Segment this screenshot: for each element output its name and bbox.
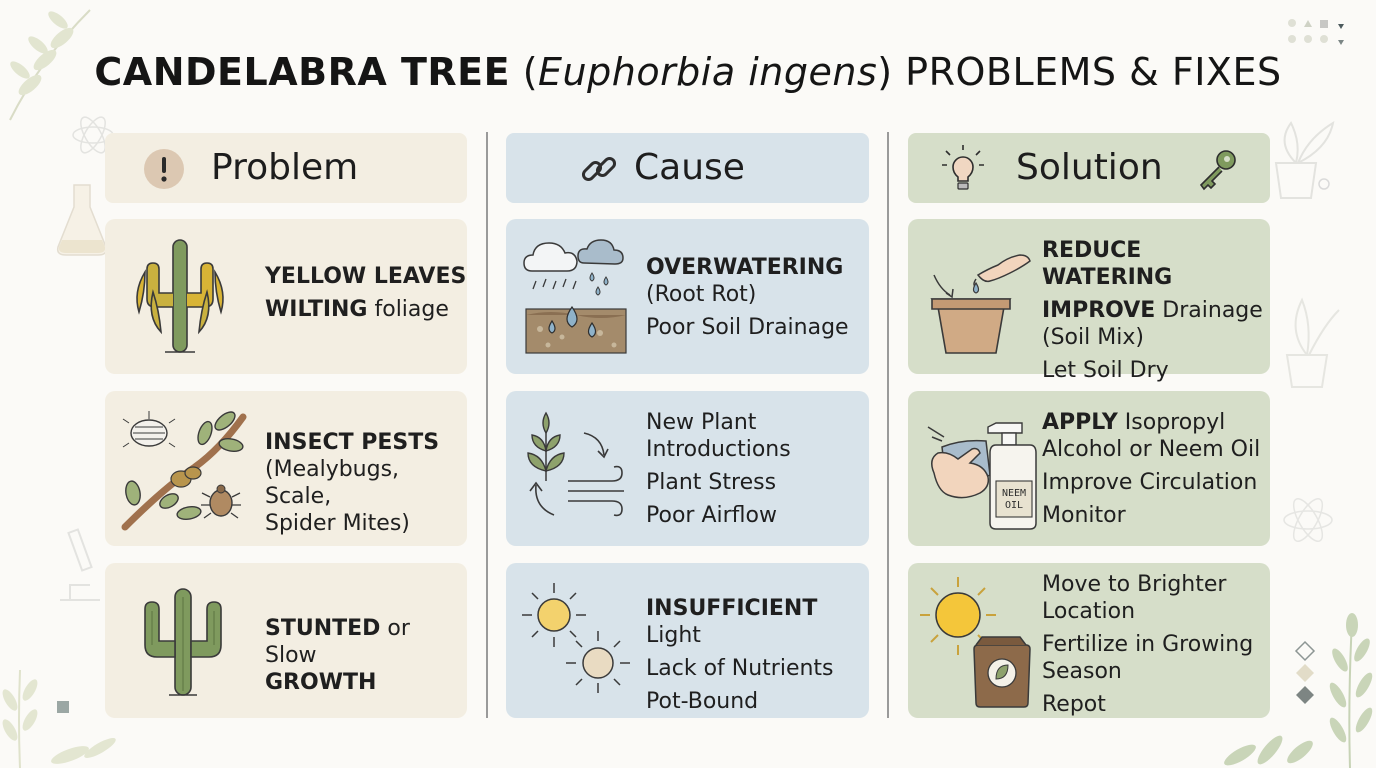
solution-3-line5: Repot (1042, 692, 1106, 717)
hand-spray-bottle-icon: NEEM OIL (927, 422, 1037, 530)
solution-1-line1: REDUCE WATERING (1042, 238, 1173, 290)
plant-decoration-right-icon (1285, 297, 1340, 388)
title-common-name: CANDELABRA TREE (94, 50, 511, 94)
solution-card-brighter-location: Move to Brighter Location Fertilize in G… (908, 563, 1270, 718)
problem-3-line2: GROWTH (265, 670, 377, 695)
rain-soil-icon (523, 239, 627, 354)
plant-wind-icon (527, 411, 624, 517)
cause-3-line1-rest: Light (646, 623, 701, 648)
problem-card-insect-pests: INSECT PESTS (Mealybugs, Scale, Spider M… (105, 391, 467, 546)
dots-decoration-icon (1288, 19, 1344, 45)
problem-card-stunted: STUNTED or Slow GROWTH (105, 563, 467, 718)
neem-label-line2: OIL (1005, 500, 1023, 511)
column-divider-2 (887, 132, 889, 718)
problem-3-line1-rest: or Slow (265, 616, 410, 668)
header-problem-label: Problem (211, 147, 359, 188)
atom-decoration-icon (72, 116, 114, 154)
solution-2-line2: Alcohol or Neem Oil (1042, 437, 1261, 462)
header-cause-label: Cause (634, 147, 745, 188)
problem-2-line1: INSECT PESTS (265, 430, 440, 455)
page-title: CANDELABRA TREE (Euphorbia ingens) PROBL… (0, 50, 1376, 94)
solution-3-line2: Location (1042, 599, 1136, 624)
cause-3-line2: Lack of Nutrients (646, 656, 834, 681)
cause-text-3: INSUFFICIENT Light Lack of Nutrients Pot… (646, 595, 869, 721)
header-problem: Problem (105, 133, 467, 203)
green-cactus-icon (144, 588, 222, 696)
solution-3-line3: Fertilize in Growing (1042, 632, 1254, 657)
solution-card-reduce-watering: REDUCE WATERING IMPROVE Drainage (Soil M… (908, 219, 1270, 383)
key-icon (1199, 150, 1236, 191)
cause-2-line2: Introductions (646, 437, 791, 462)
header-cause: Cause (506, 133, 869, 203)
solution-text-2: APPLY Isopropyl Alcohol or Neem Oil Impr… (1042, 409, 1260, 535)
problem-1-line2-bold: WILTING (265, 297, 368, 322)
problem-1-line1: YELLOW LEAVES (265, 264, 467, 289)
solution-2-line1-rest: Isopropyl (1117, 410, 1226, 435)
cause-1-line3: Poor Soil Drainage (646, 315, 849, 340)
solution-card-apply-alcohol: NEEM OIL APPLY Isopropyl Alcohol or Neem… (908, 391, 1270, 546)
atom-decoration-right-icon (1283, 497, 1333, 543)
neem-label-line1: NEEM (1002, 488, 1026, 499)
circle-decoration-icon (1318, 178, 1330, 190)
leaf-decoration-bottom-right-icon (1224, 613, 1373, 768)
exclamation-icon (144, 149, 184, 189)
cause-card-insufficient-light: INSUFFICIENT Light Lack of Nutrients Pot… (506, 563, 869, 718)
solution-text-3: Move to Brighter Location Fertilize in G… (1042, 571, 1253, 724)
solution-2-line3: Improve Circulation (1042, 470, 1258, 495)
hand-pot-water-icon (930, 254, 1031, 354)
pests-on-branch-icon (121, 411, 247, 531)
solution-1-line2-bold: IMPROVE (1042, 298, 1156, 323)
problem-2-line2: (Mealybugs, Scale, (265, 457, 400, 509)
yellow-cactus-icon (136, 239, 224, 353)
flask-decoration-icon (56, 184, 108, 256)
problem-text-1: YELLOW LEAVES WILTING foliage (265, 263, 466, 329)
cause-2-line1: New Plant (646, 410, 757, 435)
microscope-decoration-icon (60, 528, 100, 601)
plant-pot-decoration-icon (1274, 120, 1335, 199)
cause-1-line2: (Root Rot) (646, 282, 757, 307)
cause-1-line1: OVERWATERING (646, 255, 844, 280)
cause-3-line1-bold: INSUFFICIENT (646, 596, 818, 621)
sun-fertilizer-bag-icon (920, 577, 1031, 708)
leaf-decoration-bottom-left-icon (2, 669, 116, 768)
problem-1-line2-rest: foliage (367, 297, 449, 322)
title-suffix: ) PROBLEMS & FIXES (877, 50, 1282, 94)
solution-1-line2-rest: Drainage (1155, 298, 1263, 323)
title-open-paren: ( (522, 50, 539, 94)
cause-2-line3: Plant Stress (646, 470, 777, 495)
cause-2-line4: Poor Airflow (646, 503, 777, 528)
solution-text-1: REDUCE WATERING IMPROVE Drainage (Soil M… (1042, 237, 1270, 390)
cause-card-new-plant: New Plant Introductions Plant Stress Poo… (506, 391, 869, 546)
chain-link-icon (581, 156, 617, 182)
solution-3-line1: Move to Brighter (1042, 572, 1227, 597)
leaf-decoration-top-left-icon (9, 9, 91, 121)
problem-text-2: INSECT PESTS (Mealybugs, Scale, Spider M… (265, 429, 467, 537)
problem-3-line1-bold: STUNTED (265, 616, 381, 641)
cause-text-2: New Plant Introductions Plant Stress Poo… (646, 409, 791, 535)
lightbulb-icon (942, 145, 984, 190)
problem-2-line3: Spider Mites) (265, 511, 410, 536)
cause-text-1: OVERWATERING (Root Rot) Poor Soil Draina… (646, 254, 849, 347)
title-scientific-name: Euphorbia ingens (538, 50, 878, 94)
cause-card-overwatering: OVERWATERING (Root Rot) Poor Soil Draina… (506, 219, 869, 374)
diamond-decoration-icon (1294, 640, 1316, 704)
column-divider-1 (486, 132, 488, 718)
header-solution-label: Solution (1016, 147, 1163, 188)
sun-dim-sun-icon (522, 583, 630, 693)
solution-3-line4: Season (1042, 659, 1122, 684)
solution-2-line4: Monitor (1042, 503, 1126, 528)
solution-2-line1-bold: APPLY (1042, 410, 1118, 435)
header-solution: Solution (908, 133, 1270, 203)
square-decoration-icon (57, 701, 69, 713)
solution-1-line3: (Soil Mix) (1042, 325, 1144, 350)
problem-card-yellow-leaves: YELLOW LEAVES WILTING foliage (105, 219, 467, 374)
cause-3-line3: Pot-Bound (646, 689, 759, 714)
problem-text-3: STUNTED or Slow GROWTH (265, 615, 467, 696)
solution-1-line4: Let Soil Dry (1042, 358, 1169, 383)
